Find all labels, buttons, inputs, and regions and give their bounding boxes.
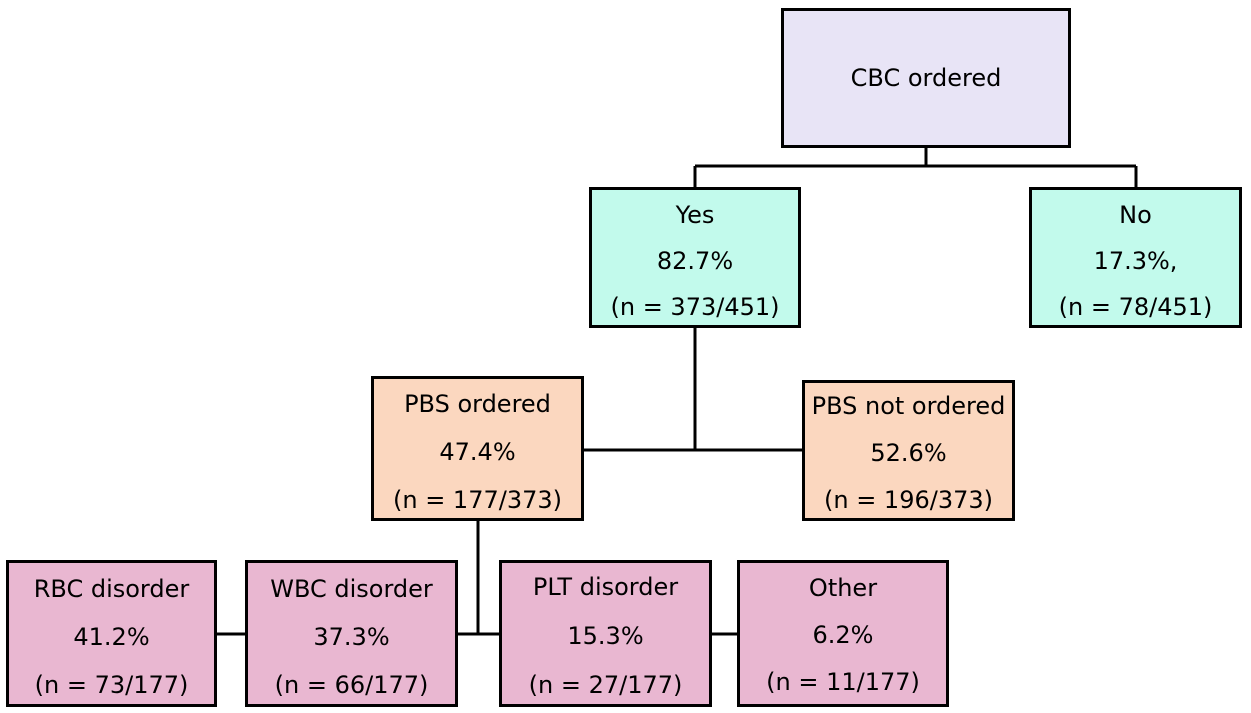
plt-disorder-label: PLT disorder — [532, 573, 679, 601]
pbs-ordered-node: PBS ordered 47.4% (n = 177/373) — [371, 376, 584, 521]
rbc-disorder-percent: 41.2% — [73, 623, 150, 651]
plt-disorder-node: PLT disorder 15.3% (n = 27/177) — [499, 560, 712, 707]
other-disorder-percent: 6.2% — [812, 621, 874, 649]
pbs-ordered-count: (n = 177/373) — [392, 486, 562, 514]
pbs-not-ordered-node: PBS not ordered 52.6% (n = 196/373) — [802, 380, 1015, 521]
no-percent: 17.3%, — [1093, 247, 1178, 275]
other-disorder-count: (n = 11/177) — [766, 668, 920, 696]
yes-percent: 82.7% — [656, 247, 734, 275]
pbs-ordered-percent: 47.4% — [439, 438, 516, 466]
pbs-not-ordered-percent: 52.6% — [870, 439, 947, 467]
wbc-disorder-node: WBC disorder 37.3% (n = 66/177) — [245, 560, 458, 707]
plt-disorder-count: (n = 27/177) — [528, 671, 683, 699]
no-label: No — [1119, 201, 1152, 229]
wbc-disorder-count: (n = 66/177) — [274, 671, 429, 699]
other-disorder-label: Other — [808, 574, 878, 602]
yes-count: (n = 373/451) — [610, 293, 780, 321]
yes-label: Yes — [675, 201, 715, 229]
pbs-ordered-label: PBS ordered — [404, 390, 551, 418]
rbc-disorder-node: RBC disorder 41.2% (n = 73/177) — [6, 560, 217, 707]
pbs-not-ordered-label: PBS not ordered — [811, 392, 1006, 420]
pbs-not-ordered-count: (n = 196/373) — [823, 486, 993, 514]
rbc-disorder-label: RBC disorder — [33, 575, 190, 603]
no-count: (n = 78/451) — [1058, 293, 1213, 321]
no-node: No 17.3%, (n = 78/451) — [1029, 187, 1242, 328]
cbc-ordered-node: CBC ordered — [781, 8, 1071, 148]
plt-disorder-percent: 15.3% — [567, 622, 644, 650]
other-disorder-node: Other 6.2% (n = 11/177) — [737, 560, 949, 707]
wbc-disorder-percent: 37.3% — [313, 623, 390, 651]
wbc-disorder-label: WBC disorder — [270, 575, 433, 603]
cbc-title: CBC ordered — [850, 64, 1002, 92]
yes-node: Yes 82.7% (n = 373/451) — [589, 187, 801, 328]
rbc-disorder-count: (n = 73/177) — [34, 671, 189, 699]
